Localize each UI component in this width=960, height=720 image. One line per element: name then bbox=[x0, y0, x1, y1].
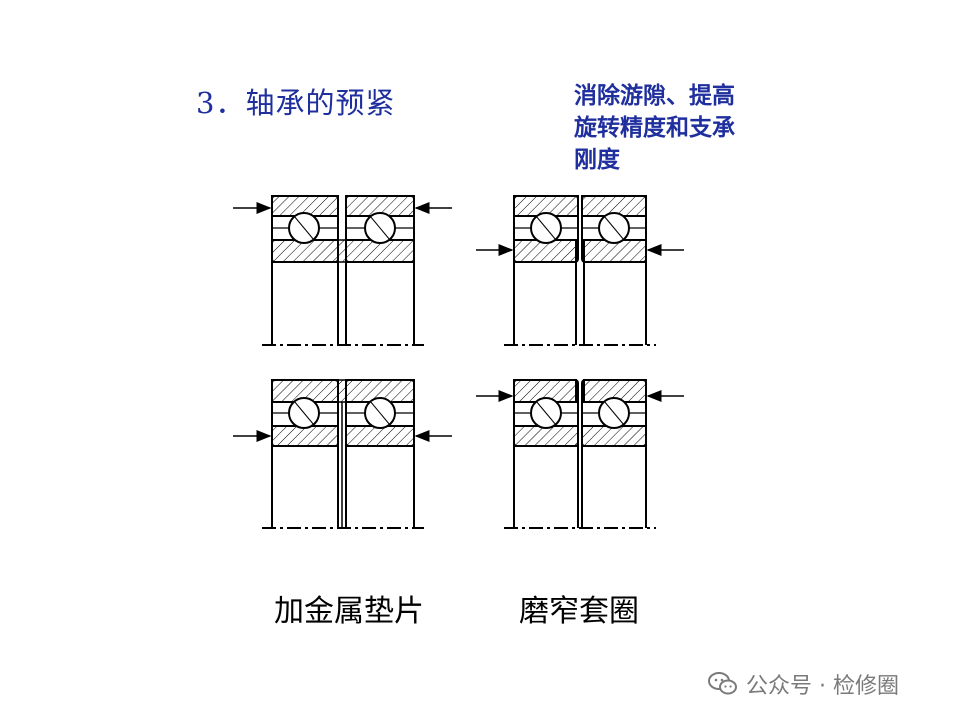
bearing-left bbox=[271, 379, 339, 528]
bearing-left bbox=[513, 195, 579, 345]
page-title: 3．轴承的预紧 bbox=[196, 86, 396, 120]
bearing-pair-shim-bottom bbox=[233, 379, 452, 529]
bearing-right bbox=[345, 195, 415, 345]
caption-metal-shim: 加金属垫片 bbox=[274, 594, 424, 629]
watermark-text: 公众号 · 检修圈 bbox=[746, 674, 899, 699]
metal-shim bbox=[337, 379, 347, 403]
bearing-right bbox=[345, 379, 415, 528]
purpose-note-line-2: 旋转精度和支承 bbox=[574, 115, 735, 141]
bearing-pair-ground-top bbox=[476, 195, 684, 346]
bearing-left bbox=[513, 379, 579, 528]
metal-shim bbox=[337, 239, 347, 263]
bearing-pair-shim-top bbox=[233, 195, 452, 346]
purpose-note-line-1: 消除游隙、提高 bbox=[574, 83, 735, 109]
caption-ground-ring: 磨窄套圈 bbox=[519, 594, 639, 629]
purpose-note-line-3: 刚度 bbox=[574, 147, 620, 173]
bearing-right bbox=[581, 195, 647, 345]
bearing-pair-ground-bottom bbox=[476, 379, 684, 529]
bearing-left bbox=[271, 195, 339, 345]
wechat-icon bbox=[708, 672, 737, 695]
watermark: 公众号 · 检修圈 bbox=[708, 668, 899, 700]
bearing-right bbox=[581, 379, 647, 528]
purpose-note: 消除游隙、提高 旋转精度和支承 刚度 bbox=[574, 80, 774, 176]
